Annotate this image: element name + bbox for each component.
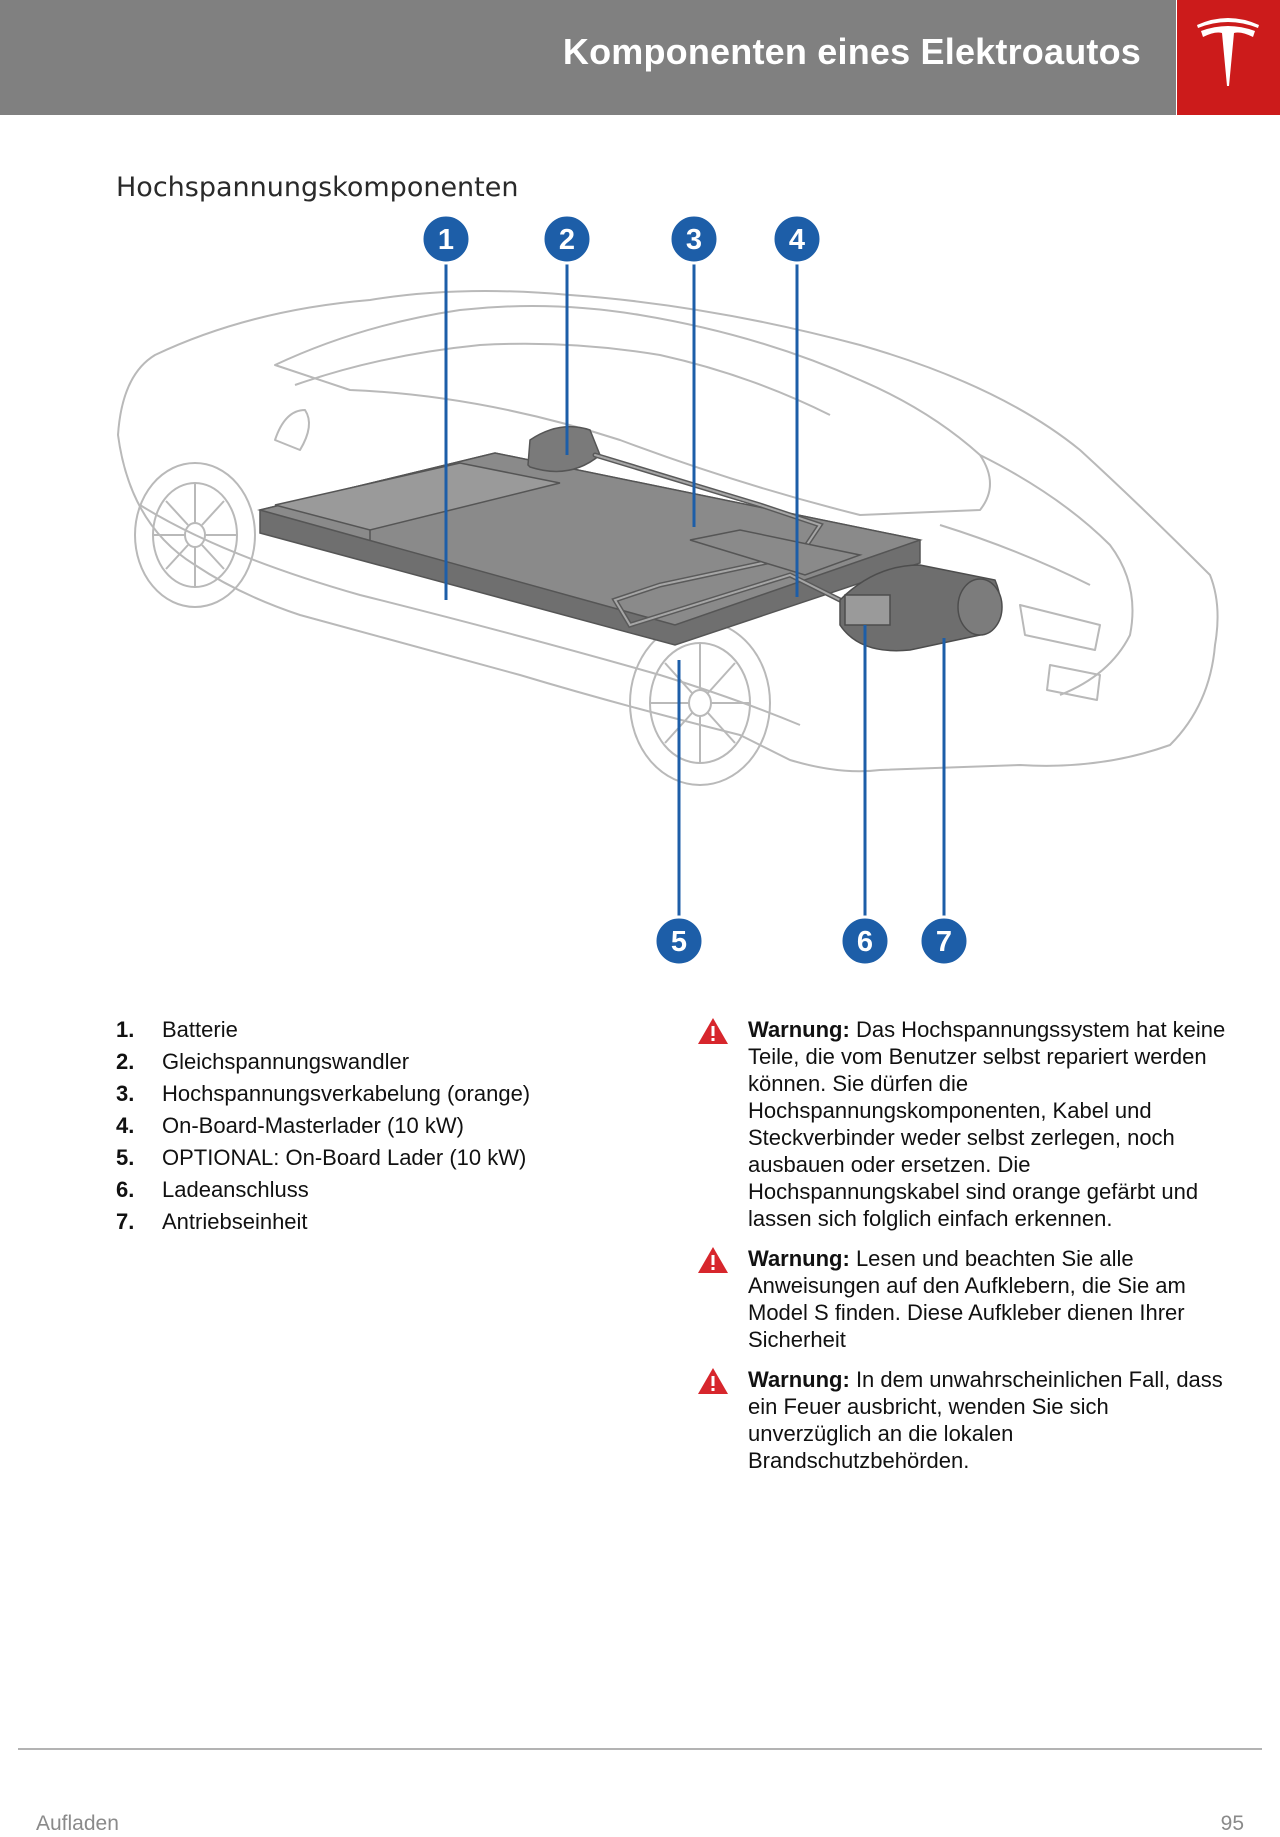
high-voltage-cable [592, 452, 843, 628]
callout-number: 5 [671, 926, 687, 958]
list-number: 2. [116, 1049, 135, 1074]
callout-number: 3 [686, 224, 702, 256]
list-number: 4. [116, 1113, 135, 1138]
list-label: Batterie [162, 1017, 238, 1042]
list-item: 3. Hochspannungsverkabelung (orange) [116, 1080, 636, 1112]
header-bar: Komponenten eines Elektroautos [0, 0, 1176, 115]
warning-text: In dem unwahrscheinlichen Fall, dass ein… [748, 1367, 1223, 1473]
car-roof-outline [274, 305, 991, 516]
car-mirror [274, 409, 310, 451]
section-heading: Hochspannungskomponenten [116, 172, 519, 203]
logo-box [1177, 0, 1280, 115]
warning-text: Das Hochspannungssystem hat keine Teile,… [748, 1017, 1226, 1231]
car-side-line [139, 504, 801, 726]
list-label: Hochspannungsverkabelung (orange) [162, 1081, 531, 1106]
list-item: 6. Ladeanschluss [116, 1176, 636, 1208]
list-number: 5. [116, 1145, 135, 1170]
list-item: 4. On-Board-Masterlader (10 kW) [116, 1112, 636, 1144]
car-rear-outline [979, 454, 1134, 696]
list-label: OPTIONAL: On-Board Lader (10 kW) [162, 1145, 527, 1170]
callout-number: 7 [936, 926, 952, 958]
footer-section: Aufladen [36, 1812, 119, 1835]
page-title: Komponenten eines Elektroautos [562, 31, 1141, 72]
warning-block: Warnung: Das Hochspannungssystem hat kei… [697, 1016, 1237, 1232]
warning-triangle-icon [698, 1018, 728, 1044]
car-window-line [294, 342, 831, 416]
callout-marker-6 [839, 915, 891, 967]
callout-marker-4 [771, 213, 823, 265]
charge-port [844, 594, 891, 626]
battery-pack [257, 452, 923, 646]
callout-number: 6 [857, 926, 873, 958]
warning-text: Lesen und beachten Sie alle Anweisungen … [748, 1246, 1186, 1352]
callout-number: 1 [438, 224, 454, 256]
front-wheel [134, 462, 256, 608]
callout-number: 4 [789, 224, 805, 256]
warning-block: Warnung: In dem unwahrscheinlichen Fall,… [697, 1366, 1237, 1474]
warning-label: Warnung: [748, 1367, 850, 1392]
component-figure: 1 2 3 4 5 6 7 [100, 205, 1240, 980]
warning-triangle-icon [698, 1368, 728, 1394]
drive-unit [839, 564, 1003, 652]
car-trunk-line [939, 524, 1091, 586]
tesla-logo-icon [1197, 18, 1259, 86]
warning-label: Warnung: [748, 1246, 850, 1271]
callout-marker-7 [918, 915, 970, 967]
list-item: 1. Batterie [116, 1016, 636, 1048]
list-label: Gleichspannungswandler [162, 1049, 410, 1074]
list-label: Antriebseinheit [162, 1209, 308, 1234]
footer-rule [18, 1748, 1262, 1750]
callout-marker-1 [420, 213, 472, 265]
warnings: Warnung: Das Hochspannungssystem hat kei… [697, 1016, 1237, 1487]
car-body-outline [117, 290, 1219, 773]
list-number: 7. [116, 1209, 135, 1234]
car-license-plate [1046, 664, 1101, 701]
car-taillight [1019, 604, 1101, 651]
list-number: 3. [116, 1081, 135, 1106]
dc-converter [527, 425, 601, 473]
onboard-charger [689, 529, 863, 576]
warning-label: Warnung: [748, 1017, 850, 1042]
callout-marker-5 [653, 915, 705, 967]
list-item: 5. OPTIONAL: On-Board Lader (10 kW) [116, 1144, 636, 1176]
list-label: On-Board-Masterlader (10 kW) [162, 1113, 464, 1138]
warning-triangle-icon [698, 1247, 728, 1273]
list-label: Ladeanschluss [162, 1177, 309, 1202]
list-item: 7. Antriebseinheit [116, 1208, 636, 1240]
callout-marker-2 [541, 213, 593, 265]
warning-block: Warnung: Lesen und beachten Sie alle Anw… [697, 1245, 1237, 1353]
car-illustration: 1 2 3 4 5 6 7 [117, 213, 1219, 967]
page-number: 95 [1220, 1812, 1244, 1835]
callout-marker-3 [668, 213, 720, 265]
list-number: 1. [116, 1017, 135, 1042]
callout-number: 2 [559, 224, 575, 256]
list-item: 2. Gleichspannungswandler [116, 1048, 636, 1080]
component-list: 1. Batterie 2. Gleichspannungswandler 3. Ho… [116, 1016, 636, 1240]
list-number: 6. [116, 1177, 135, 1202]
